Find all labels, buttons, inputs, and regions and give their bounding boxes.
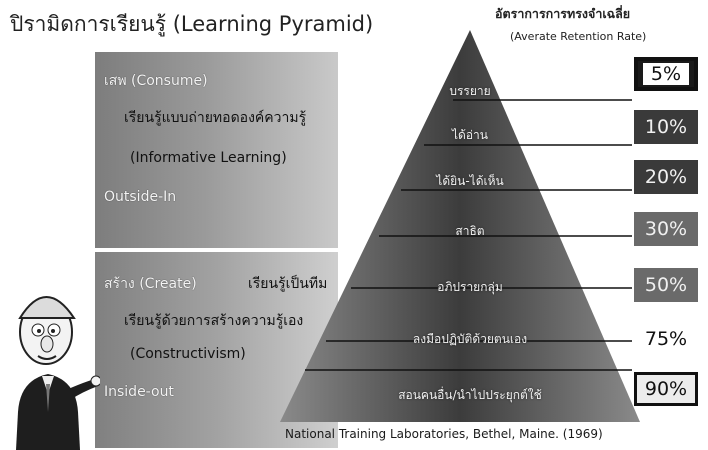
consume-panel	[95, 52, 338, 248]
level-label: สอนคนอื่น/นำไปประยุกต์ใช้	[398, 388, 542, 402]
rate-badge: 75%	[634, 322, 698, 356]
create-direction: Inside-out	[104, 384, 174, 400]
create-description: เรียนรู้ด้วยการสร้างความรู้เอง	[124, 313, 304, 329]
consume-type: (Informative Learning)	[130, 150, 287, 166]
rate-value: 90%	[644, 378, 688, 400]
create-type: (Constructivism)	[130, 346, 246, 362]
level-label: ได้อ่าน	[452, 128, 488, 142]
citation: National Training Laboratories, Bethel, …	[285, 427, 603, 441]
rate-value: 20%	[644, 166, 688, 188]
consume-label: เสพ (Consume)	[104, 73, 208, 89]
rate-badge: 20%	[634, 160, 698, 194]
create-team: เรียนรู้เป็นทีม	[248, 276, 328, 292]
retention-title: อัตราการการทรงจำเฉลี่ย	[495, 6, 631, 21]
consume-description: เรียนรู้แบบถ่ายทอดองค์ความรู้	[124, 110, 307, 126]
rate-value: 50%	[644, 274, 688, 296]
mascot-illustration	[16, 296, 100, 450]
page-title: ปิรามิดการเรียนรู้ (Learning Pyramid)	[10, 12, 374, 36]
rate-badge: 30%	[634, 212, 698, 246]
pyramid-shape	[280, 30, 640, 422]
rate-badge: 5%	[634, 57, 698, 91]
rate-value: 5%	[642, 63, 690, 85]
level-label: อภิปรายกลุ่ม	[437, 280, 503, 294]
level-label: ลงมือปฏิบัติด้วยตนเอง	[412, 332, 528, 346]
rate-badge: 10%	[634, 110, 698, 144]
level-label: สาธิต	[455, 224, 485, 238]
rate-value: 75%	[644, 328, 688, 350]
retention-subtitle: (Averate Retention Rate)	[510, 30, 647, 43]
consume-direction: Outside-In	[104, 189, 177, 205]
rate-badge: 50%	[634, 268, 698, 302]
rate-value: 10%	[644, 116, 688, 138]
level-label: บรรยาย	[449, 84, 491, 98]
rate-value: 30%	[644, 218, 688, 240]
create-label: สร้าง (Create)	[104, 276, 197, 292]
level-label: ได้ยิน-ได้เห็น	[436, 174, 504, 188]
rate-badge: 90%	[634, 372, 698, 406]
